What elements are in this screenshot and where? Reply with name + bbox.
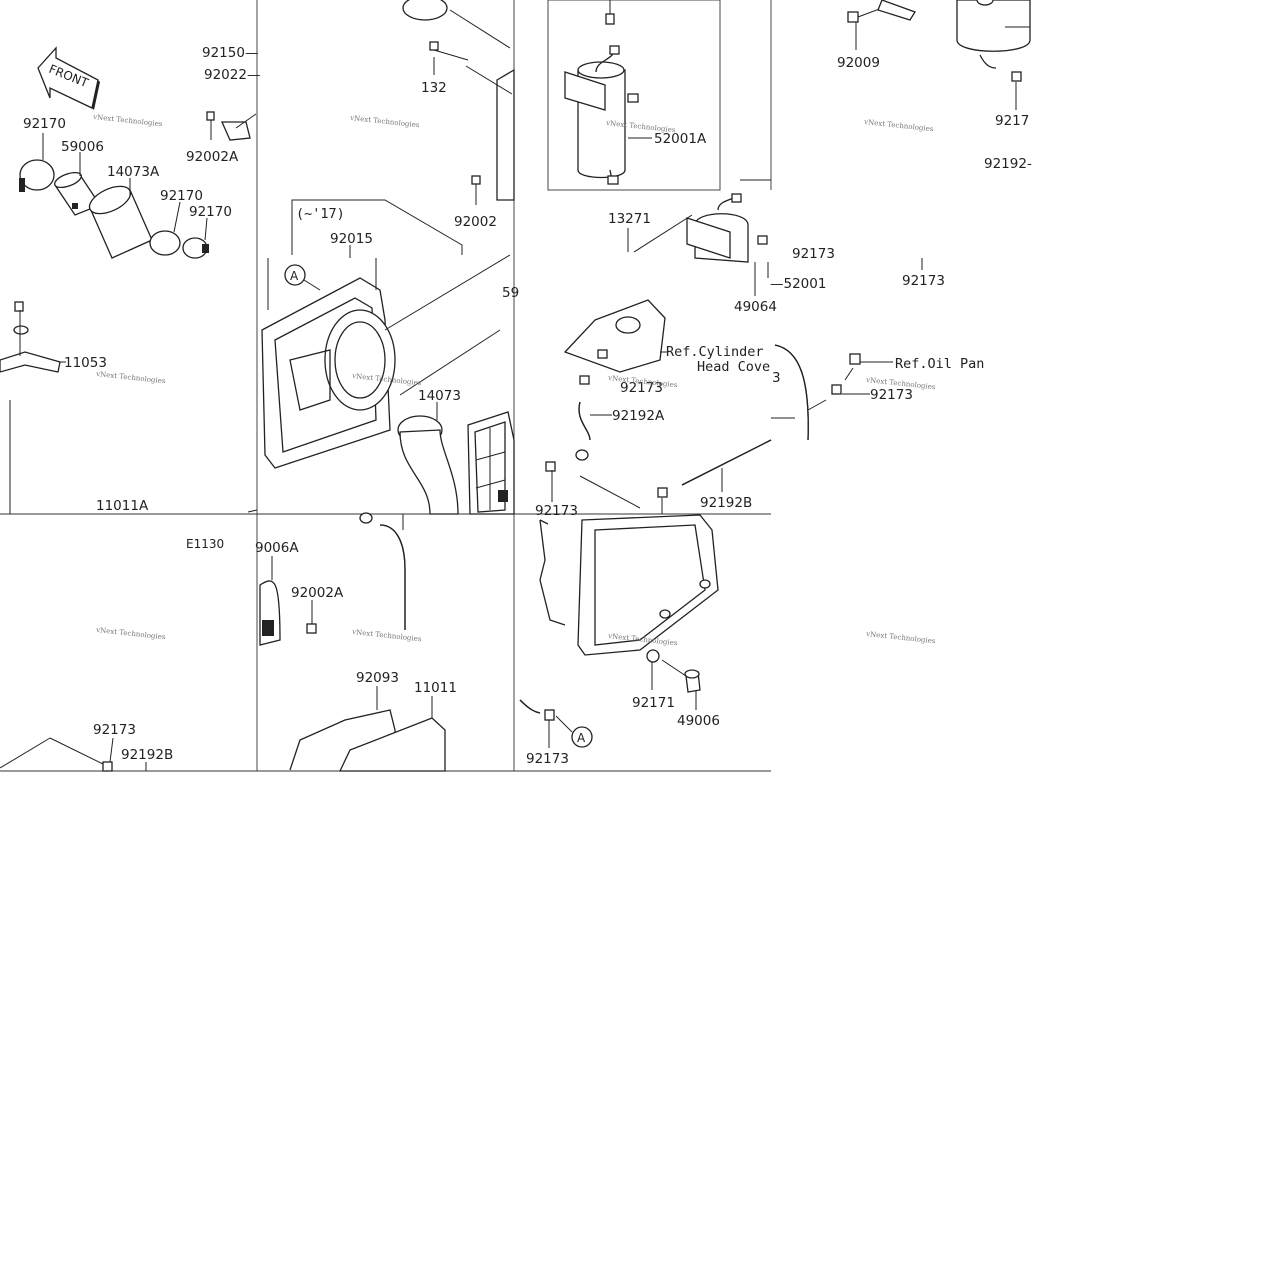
cylinder-head-cover-ref: [563, 299, 668, 385]
callout-92173-low-b: 92173: [93, 722, 136, 738]
bolt-92009: [847, 0, 916, 50]
callout-92015: 92015: [330, 231, 373, 247]
callout-92170-a: 92170: [160, 188, 203, 204]
callout-59006: 59006: [61, 139, 104, 155]
hose-center-lower: [359, 512, 406, 630]
reservoir-tank: [956, 0, 1031, 110]
callout-92173-mid-a: 92173: [620, 380, 663, 396]
lower-left-hose: [0, 737, 147, 772]
callout-92173-low-c: 92173: [526, 751, 569, 767]
callout-11053: 11053: [64, 355, 107, 371]
circle-a-upper: A: [284, 264, 321, 291]
callout-92002: 92002: [454, 214, 497, 230]
callout-head-cover: Head Cove: [697, 359, 770, 375]
callout-92009: 92009: [837, 55, 880, 71]
hose-lower-a: [519, 699, 573, 748]
hose-pipe-right: [771, 344, 893, 441]
watermark-10: vNext Technologies: [351, 628, 422, 643]
callout-92173-mid-b: 92173: [870, 387, 913, 403]
callout-92022: 92022—: [204, 67, 260, 83]
callout-13271: 13271: [608, 211, 651, 227]
callout-92173-top-right: 92173: [902, 273, 945, 289]
hose-92192b-mid: [579, 258, 923, 514]
callout-52001: —52001: [770, 276, 826, 292]
clamp-92171: [646, 649, 687, 690]
callout-49006: 49006: [677, 713, 720, 729]
bolt-132: [402, 0, 515, 201]
air-box-cover: [539, 514, 719, 656]
breather-52001: [627, 179, 771, 296]
watermark-9: vNext Technologies: [95, 626, 166, 641]
callout-92192-top: 92192-: [984, 156, 1032, 172]
sleeve-9006a: [259, 556, 317, 646]
callout-92171: 92171: [632, 695, 675, 711]
cover-11011: [338, 696, 446, 772]
duct-14073: [397, 402, 459, 515]
callout-92173-partial: 92173: [792, 246, 835, 262]
front-arrow-icon: FRONT: [37, 46, 100, 110]
callout-92002a-top: 92002A: [186, 149, 239, 165]
callout-14073a: 14073A: [107, 164, 160, 180]
callout-14073: 14073: [418, 388, 461, 404]
callout-59-partial: 59: [502, 285, 519, 301]
watermark-4: vNext Technologies: [863, 118, 934, 133]
callout-92170-left: 92170: [23, 116, 66, 132]
watermark-12: vNext Technologies: [865, 630, 936, 645]
clamps-92170-pair: [149, 201, 209, 259]
callout-92002a-low: 92002A: [291, 585, 344, 601]
callout-year-range: (~'17): [296, 206, 345, 222]
callout-11011: 11011: [414, 680, 457, 696]
clamp-92170-left: [19, 133, 55, 192]
callout-92170-b: 92170: [189, 204, 232, 220]
bolt-92002: [471, 175, 481, 205]
callout-49064: 49064: [734, 299, 777, 315]
bracket-11053: [0, 301, 66, 514]
circle-a-lower: A: [571, 726, 593, 748]
part-callouts: 92150— 92022— 132 92009 9217 92192- 9217…: [23, 45, 1032, 767]
air-box-housing: [247, 199, 511, 513]
tube-14073a: [88, 178, 153, 259]
hose-92192a: [545, 401, 612, 502]
callout-e1130: E1130: [186, 537, 224, 551]
callout-92192b-mid: 92192B: [700, 495, 752, 511]
callout-3-partial: 3: [772, 370, 781, 386]
inset-box: [547, 0, 721, 191]
watermark-2: vNext Technologies: [349, 114, 420, 129]
callout-ref-oil-pan: Ref.Oil Pan: [895, 356, 984, 372]
callout-92173-low-a: 92173: [535, 503, 578, 519]
filter-element: [467, 411, 515, 515]
cap-49006: [684, 669, 701, 710]
callout-9217: 9217: [995, 113, 1029, 129]
callout-ref-cylinder: Ref.Cylinder: [666, 344, 764, 360]
watermark-5: vNext Technologies: [95, 370, 166, 385]
bolt-92002a: [206, 111, 257, 141]
callout-92150: 92150—: [202, 45, 258, 61]
circle-a-lower-label: A: [577, 731, 586, 745]
watermark-1: vNext Technologies: [92, 113, 163, 128]
callout-92192b-low: 92192B: [121, 747, 173, 763]
callout-11011a: 11011A: [96, 498, 149, 514]
callout-132: 132: [421, 80, 447, 96]
callout-9006a: 9006A: [255, 540, 299, 556]
callout-92192a: 92192A: [612, 408, 665, 424]
callout-52001a: 52001A: [654, 131, 707, 147]
callout-92093: 92093: [356, 670, 399, 686]
breather-52001a: [564, 0, 652, 185]
circle-a-upper-label: A: [290, 269, 299, 283]
